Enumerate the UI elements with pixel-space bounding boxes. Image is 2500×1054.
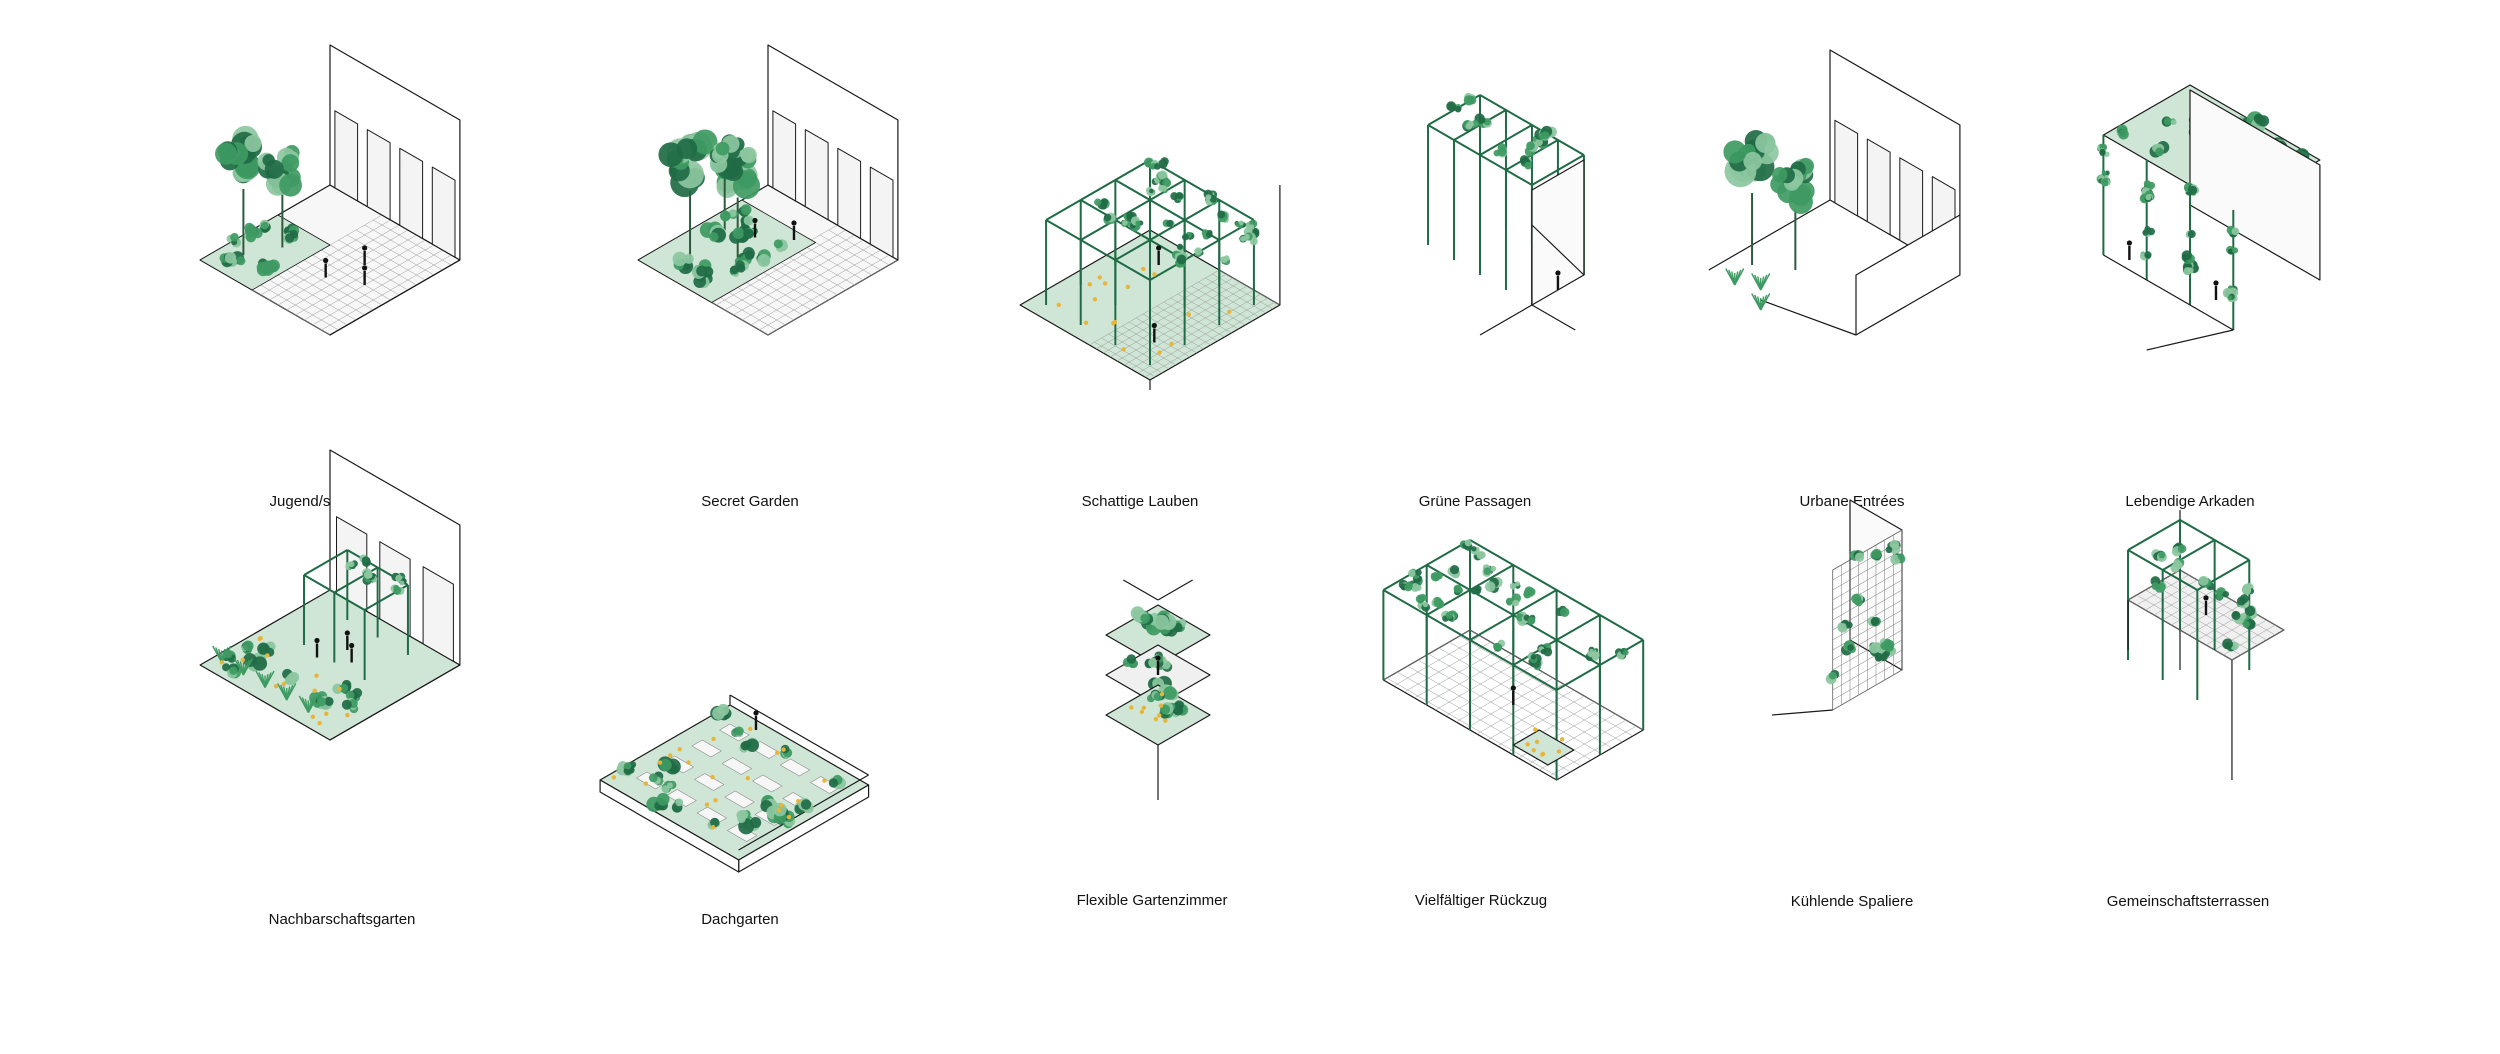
pergola-icon	[1019, 157, 1281, 390]
module-gartenzimmer-label: Flexible Gartenzimmer	[1076, 892, 1228, 909]
terrace-icon	[2127, 510, 2285, 780]
module-spaliere-label: Kühlende Spaliere	[1790, 893, 1914, 910]
module-nachbar-label: Nachbarschaftsgarten	[268, 911, 416, 928]
courtyard-play-icon	[199, 44, 461, 336]
module-passagen-label: Grüne Passagen	[1418, 493, 1532, 510]
courtyard-garden-icon	[637, 44, 899, 336]
module-lauben-label: Schattige Lauben	[1081, 493, 1199, 510]
module-dach-label: Dachgarten	[701, 911, 779, 928]
module-terrassen-label: Gemeinschaftsterrassen	[2106, 893, 2270, 910]
trellis-icon	[1772, 499, 1906, 716]
arcade-icon	[2096, 84, 2321, 351]
module-secret-label: Secret Garden	[701, 493, 799, 510]
neighbourhood-garden-icon	[199, 449, 461, 741]
garden-room-icon	[1105, 579, 1211, 800]
entrance-icon	[1708, 49, 1961, 336]
passage-canopy-icon	[1427, 92, 1585, 336]
module-arkaden-label: Lebendige Arkaden	[2125, 493, 2255, 510]
module-rueckzug-label: Vielfältiger Rückzug	[1414, 892, 1548, 909]
roof-garden-icon	[599, 694, 870, 873]
retreat-icon	[1382, 539, 1645, 781]
